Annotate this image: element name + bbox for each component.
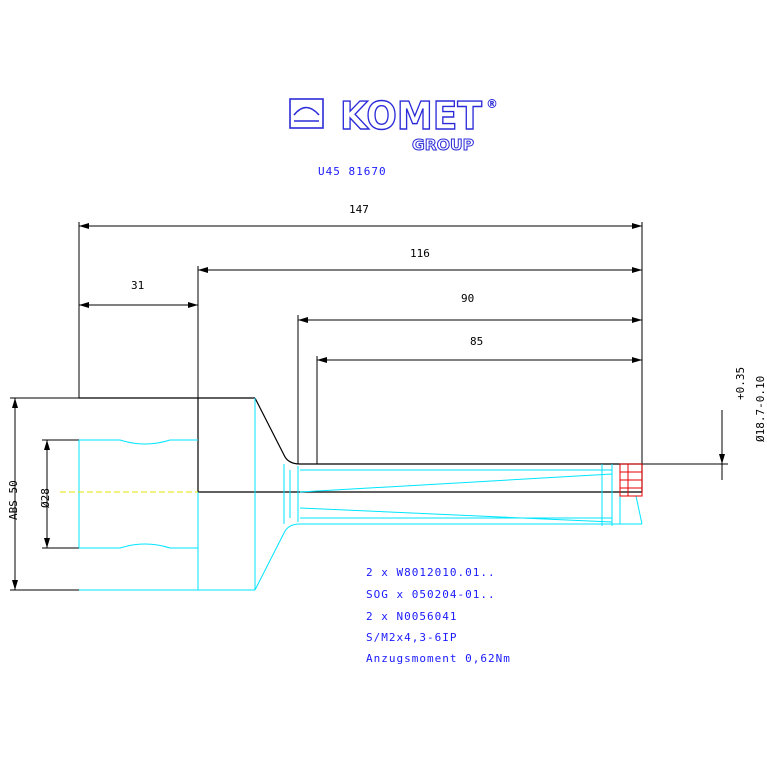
note-line-3: 2 x N0056041 xyxy=(366,610,457,623)
note-line-1: 2 x W8012010.01.. xyxy=(366,566,496,579)
note-line-2: SOG x 050204-01.. xyxy=(366,588,496,601)
komet-group-label: GROUP xyxy=(412,136,474,154)
komet-emblem-icon xyxy=(289,98,324,129)
note-line-4: S/M2x4,3-6IP xyxy=(366,631,457,644)
dim-90-label: 90 xyxy=(461,292,474,305)
komet-wordmark: KOMET xyxy=(340,94,482,138)
registered-mark: ® xyxy=(486,97,498,111)
cutting-insert xyxy=(619,463,643,497)
dim-85-label: 85 xyxy=(470,335,483,348)
dimension-147 xyxy=(78,222,643,464)
tool-outline xyxy=(79,397,643,493)
parts-notes: 2 x W8012010.01.. SOG x 050204-01.. 2 x … xyxy=(366,566,511,665)
dimension-116 xyxy=(197,266,642,398)
dimension-dia28 xyxy=(42,439,79,549)
dimension-bore xyxy=(642,410,728,480)
dimension-90 xyxy=(297,315,642,464)
komet-logo: KOMET ® GROUP xyxy=(289,93,498,155)
part-number: U45 81670 xyxy=(318,165,387,178)
dim-116-label: 116 xyxy=(410,247,430,260)
dim-abs50-label: ABS 50 xyxy=(7,480,20,520)
note-line-5: Anzugsmoment 0,62Nm xyxy=(366,652,511,665)
dimension-85 xyxy=(316,356,642,464)
dim-tolerance-label: +0.35 xyxy=(734,367,747,400)
dim-31-label: 31 xyxy=(131,279,144,292)
dim-bore-label: Ø18.7-0.10 xyxy=(754,376,767,442)
tool-contour xyxy=(78,398,643,591)
dim-dia28-label: Ø28 xyxy=(39,488,52,508)
dim-147-label: 147 xyxy=(349,203,369,216)
